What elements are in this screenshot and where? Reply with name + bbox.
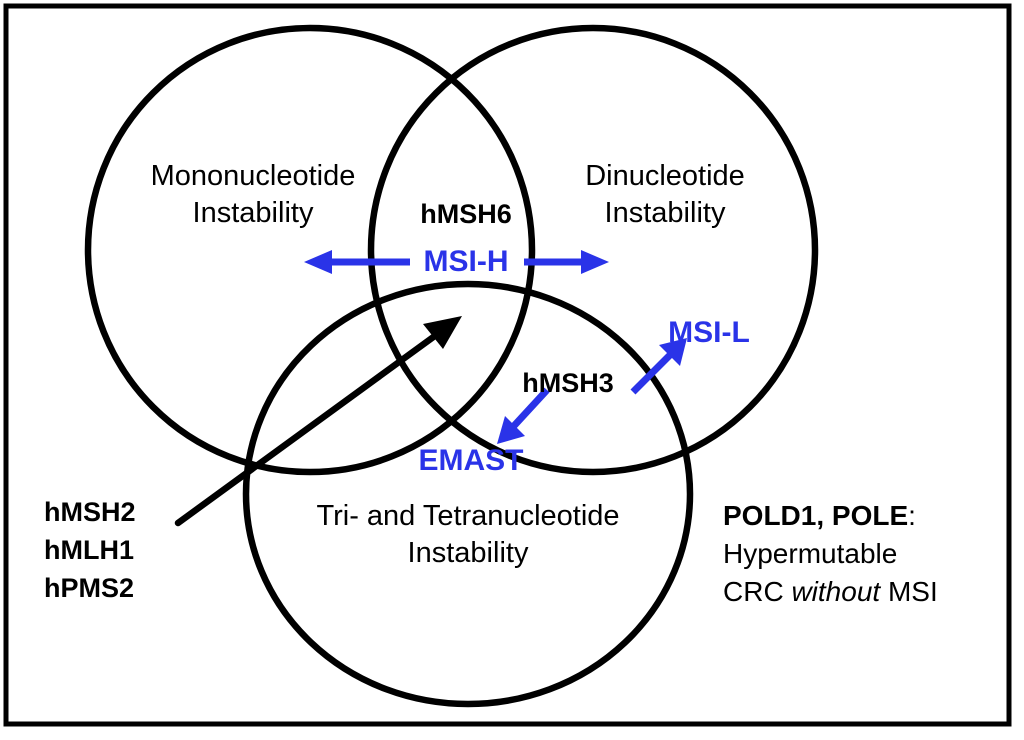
msi-h-right-arrow xyxy=(524,250,609,274)
note-colon: : xyxy=(908,500,916,531)
label-msi-low: MSI-L xyxy=(668,316,750,349)
figure-border xyxy=(3,3,1012,727)
label-mononucleotide-line2: Instability xyxy=(192,197,314,229)
circle-tri-tetranucleotide xyxy=(242,280,694,708)
label-gene-hmlh1: hMLH1 xyxy=(44,535,134,565)
label-tri-tetranucleotide-line1: Tri- and Tetranucleotide xyxy=(316,500,620,532)
mmr-pointer-arrow xyxy=(174,316,462,527)
label-dinucleotide-line2: Instability xyxy=(604,197,726,229)
emast-arrow xyxy=(497,387,550,444)
circle-dinucleotide xyxy=(367,24,819,476)
label-dinucleotide-line1: Dinucleotide xyxy=(585,160,745,192)
note-crc-without-msi-line: CRC without MSI xyxy=(723,576,938,607)
label-tri-tetranucleotide-line2: Instability xyxy=(407,537,529,569)
label-mononucleotide-line1: Mononucleotide xyxy=(150,160,356,192)
label-gene-hmsh2: hMSH2 xyxy=(44,497,136,527)
note-pold1-pole-genes: POLD1, POLE xyxy=(723,500,909,531)
msi-h-left-arrow xyxy=(304,250,410,274)
label-emast: EMAST xyxy=(418,444,524,477)
note-hypermutable-line: Hypermutable xyxy=(723,538,898,569)
note-msi-suffix: MSI xyxy=(880,576,938,607)
circle-mononucleotide xyxy=(84,24,536,476)
note-without-emphasis: without xyxy=(791,576,881,607)
label-gene-hmsh3: hMSH3 xyxy=(522,368,614,398)
note-crc-prefix: CRC xyxy=(723,576,792,607)
label-gene-hmsh6: hMSH6 xyxy=(420,199,512,229)
note-pold1-pole-line: POLD1, POLE: xyxy=(723,500,916,531)
label-msi-high: MSI-H xyxy=(423,245,509,278)
label-gene-hpms2: hPMS2 xyxy=(44,573,135,603)
msi-l-arrow xyxy=(630,338,687,395)
